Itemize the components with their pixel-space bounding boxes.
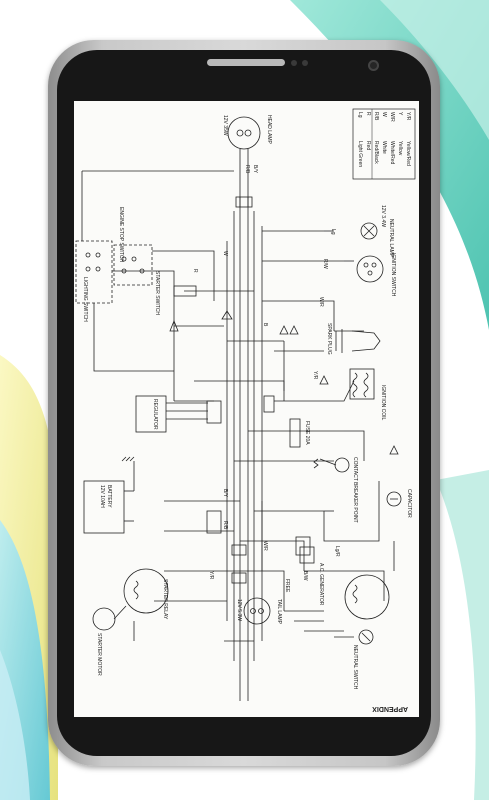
regulator-label: REGULATOR (152, 399, 158, 430)
legend-color: Yellow (397, 141, 403, 156)
battery: BATTERY 12V 10AH (83, 456, 135, 534)
regulator: REGULATOR (135, 395, 208, 433)
speaker-grille (207, 59, 285, 66)
legend-code: W (381, 112, 387, 117)
wire-label: W (222, 251, 228, 256)
wire-label: R/W (322, 259, 328, 269)
wire-label: B (262, 323, 268, 327)
ignition-coil: IGNITION COIL (349, 368, 386, 421)
legend-color: Yellow/Red (405, 141, 411, 166)
legend-color: Red/Black (373, 141, 379, 164)
lighting-switch-label: LIGHTING SWITCH (82, 277, 88, 322)
neutral-lamp: NEUTRAL LAMP 12V 3.4W (360, 205, 394, 258)
fuse-label: FUSE 20A (304, 421, 310, 445)
wire-label: Y/R (312, 371, 318, 380)
head-lamp-label: HEAD LAMP (266, 115, 272, 145)
starter-switch-label: STARTER SWITCH (154, 271, 160, 315)
starter-motor: STARTER MOTOR (92, 605, 127, 676)
legend-color: White/Red (389, 141, 395, 165)
free-label: FREE (284, 579, 290, 593)
wire-label: B/W (302, 571, 308, 581)
tail-lamp-rating: 12V 5.3W (236, 599, 242, 621)
wire-label: B/Y (222, 489, 228, 498)
wire-label: R/B (222, 521, 228, 530)
wire-label: R/B (244, 165, 250, 174)
legend-code: W/R (389, 112, 395, 122)
neutral-lamp-rating: 12V 3.4W (380, 205, 386, 227)
legend-color: White (381, 141, 387, 154)
front-camera (368, 60, 379, 71)
legend-color: Red (365, 141, 371, 150)
appendix-label: APPENDIX (372, 705, 408, 712)
wire-label: R (192, 269, 198, 273)
starter-motor-label: STARTER MOTOR (96, 633, 102, 676)
engine-stop-switch: ENGINE STOP SWITCH LIGHTING SWITCH START… (75, 207, 160, 322)
wire-label: W/R (262, 541, 268, 551)
neutral-switch-label: NEUTRAL SWITCH (352, 645, 358, 690)
wire-label: W/R (318, 297, 324, 307)
starter-relay: STARTER RELAY (123, 568, 169, 620)
wire-label: Y/R (208, 571, 214, 580)
connectors (169, 196, 399, 584)
battery-rating: 12V 10AH (99, 485, 105, 508)
contact-breaker-point: CONTACT BREAKER POINT (313, 457, 358, 523)
contact-breaker-label: CONTACT BREAKER POINT (352, 457, 358, 523)
head-lamp: HEAD LAMP 12V 35W (222, 115, 272, 173)
starter-relay-label: STARTER RELAY (162, 579, 168, 620)
engine-stop-switch-label: ENGINE STOP SWITCH (118, 207, 124, 262)
ignition-switch: IGNITION SWITCH (356, 253, 396, 297)
legend-code: Y (397, 112, 403, 116)
legend-code: Lg (357, 112, 363, 118)
legend-color: Light Green (357, 141, 363, 167)
spark-plug-label: SPARK PLUG (326, 323, 332, 355)
neutral-switch: NEUTRAL SWITCH (334, 629, 374, 690)
capacitor-label: CAPACITOR (406, 489, 412, 518)
head-lamp-rating: 12V 35W (222, 115, 228, 136)
fuse: FUSE 20A (289, 418, 310, 448)
wire-label: B/Y (252, 165, 258, 174)
ac-generator-label: A.C. GENERATOR (318, 563, 324, 606)
sensor-dot (291, 60, 297, 66)
ignition-switch-label: IGNITION SWITCH (390, 253, 396, 297)
legend-code: Y/R (405, 112, 411, 121)
ignition-coil-label: IGNITION COIL (380, 385, 386, 421)
tail-lamp-label: TAIL LAMP (276, 599, 282, 625)
legend-code: R/B (373, 112, 379, 121)
wire-label: Lg (330, 229, 336, 235)
sensor-dot (302, 60, 308, 66)
battery-label: BATTERY (106, 485, 112, 508)
tail-lamp: TAIL LAMP 12V 5.3W FREE (236, 579, 290, 625)
neutral-lamp-label: NEUTRAL LAMP (388, 219, 394, 258)
capacitor: CAPACITOR (386, 489, 412, 518)
spark-plug: SPARK PLUG (326, 323, 381, 355)
legend-code: R (365, 112, 371, 116)
wire-harness (81, 170, 395, 701)
wire-label: Lg/R (334, 546, 340, 557)
ac-generator: A.C. GENERATOR (299, 546, 390, 620)
